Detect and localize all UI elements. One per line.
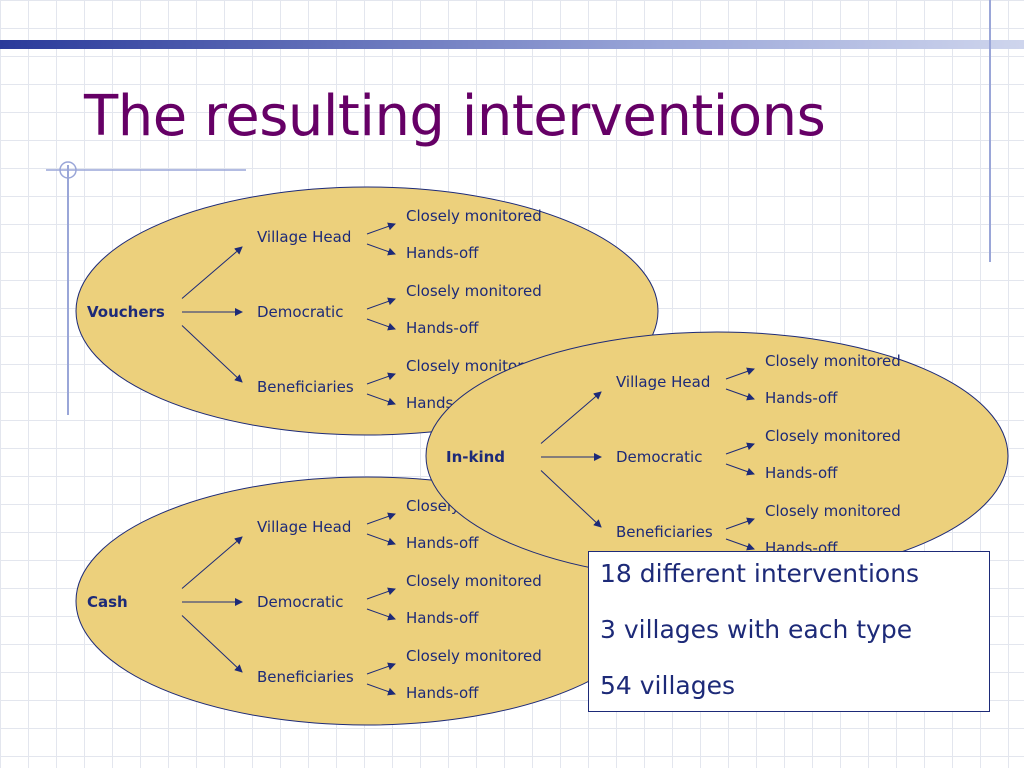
branch-label: Beneficiaries (257, 668, 354, 686)
leaf-label: Hands-off (765, 464, 838, 482)
leaf-arrow (366, 662, 396, 675)
leaf-label: Closely monitored (765, 352, 901, 370)
leaf-label: Closely monitored (765, 502, 901, 520)
leaf-label: Closely monitored (765, 427, 901, 445)
leaf-label: Hands-off (406, 609, 479, 627)
leaf-arrow (366, 608, 396, 621)
branch-arrow (181, 615, 243, 673)
leaf-label: Hands-off (406, 684, 479, 702)
branch-label: Beneficiaries (616, 523, 713, 541)
branch-label: Democratic (616, 448, 702, 466)
title-crosshair-circle (59, 161, 77, 179)
leaf-label: Hands-off (406, 244, 479, 262)
leaf-label: Closely monitored (406, 207, 542, 225)
leaf-arrow (366, 587, 396, 600)
leaf-arrow (366, 222, 396, 235)
leaf-arrow (366, 318, 396, 331)
branch-label: Beneficiaries (257, 378, 354, 396)
group-ellipse (425, 331, 1009, 581)
leaf-label: Closely monitored (406, 572, 542, 590)
top-accent-bar (0, 40, 1024, 49)
leaf-arrow (366, 393, 396, 406)
leaf-label: Hands-off (406, 319, 479, 337)
branch-arrow (181, 246, 243, 299)
leaf-arrow (366, 243, 396, 256)
summary-box: 18 different interventions 3 villages wi… (588, 551, 990, 712)
leaf-arrow (725, 538, 755, 551)
summary-line: 3 villages with each type (600, 615, 913, 644)
branch-label: Democratic (257, 593, 343, 611)
branch-label: Village Head (616, 373, 710, 391)
branch-label: Village Head (257, 228, 351, 246)
branch-arrow (181, 536, 243, 589)
branch-label: Village Head (257, 518, 351, 536)
branch-arrow (540, 470, 602, 528)
leaf-label: Closely monitored (406, 647, 542, 665)
branch-arrow (181, 325, 243, 383)
root-label: In-kind (446, 448, 505, 466)
slide-title: The resulting interventions (84, 84, 826, 149)
summary-line: 18 different interventions (600, 559, 920, 588)
leaf-arrow (725, 388, 755, 401)
leaf-arrow (366, 683, 396, 696)
leaf-arrow (725, 463, 755, 476)
summary-line: 54 villages (600, 671, 735, 700)
leaf-arrow (725, 442, 755, 455)
branch-arrow (540, 391, 602, 444)
leaf-arrow (366, 372, 396, 385)
leaf-arrow (725, 367, 755, 380)
root-label: Vouchers (87, 303, 165, 321)
leaf-label: Closely monitored (406, 282, 542, 300)
branch-label: Democratic (257, 303, 343, 321)
leaf-arrow (366, 297, 396, 310)
root-label: Cash (87, 593, 128, 611)
leaf-arrow (366, 533, 396, 546)
leaf-label: Hands-off (765, 389, 838, 407)
leaf-arrow (366, 512, 396, 525)
leaf-arrow (725, 517, 755, 530)
leaf-label: Hands-off (406, 534, 479, 552)
